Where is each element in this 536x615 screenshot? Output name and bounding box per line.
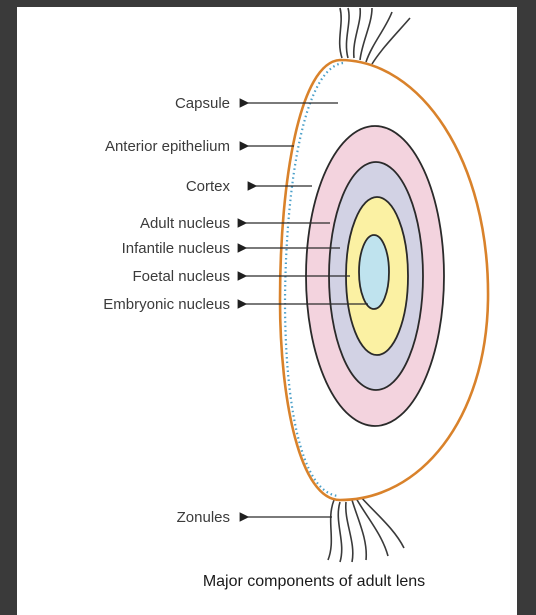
zonules-label: Zonules — [177, 509, 230, 526]
diagram-caption: Major components of adult lens — [203, 573, 425, 590]
anterior-epithelium-label: Anterior epithelium — [105, 138, 230, 155]
foetal-nucleus-label: Foetal nucleus — [132, 268, 230, 285]
capsule-label: Capsule — [175, 95, 230, 112]
adult-nucleus-label: Adult nucleus — [140, 215, 230, 232]
infantile-nucleus-label: Infantile nucleus — [122, 240, 230, 257]
embryonic-nucleus-shape — [359, 235, 389, 309]
embryonic-nucleus-label: Embryonic nucleus — [103, 296, 230, 313]
zonules-top — [340, 8, 410, 64]
cortex-label: Cortex — [186, 178, 231, 195]
zonules-bottom — [328, 496, 404, 562]
